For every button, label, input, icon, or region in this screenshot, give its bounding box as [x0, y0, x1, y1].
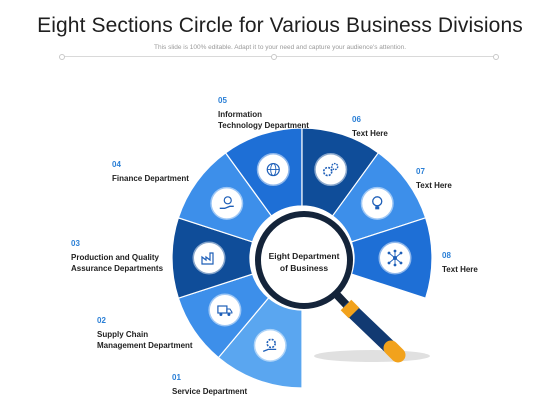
title-divider: [59, 54, 499, 60]
delivery-truck-icon: [208, 293, 242, 327]
network-nodes-icon: [378, 241, 412, 275]
section-03-label: 03 Production and Quality Assurance Depa…: [71, 238, 163, 274]
factory-icon: [192, 241, 226, 275]
divider-dot-center: [271, 54, 277, 60]
magnifier-shadow: [314, 350, 430, 362]
section-number: 05: [218, 96, 227, 105]
magnifier-lens: [255, 211, 353, 309]
section-text: Finance Department: [112, 174, 189, 183]
magnifying-glass: [255, 211, 430, 363]
gear-hand-icon: [253, 328, 287, 362]
section-text: Text Here: [416, 181, 452, 190]
idea-bulb-icon: [360, 186, 394, 220]
section-04-label: 04 Finance Department: [112, 159, 189, 184]
section-07-label: 07 Text Here: [416, 166, 452, 191]
section-number: 04: [112, 160, 121, 169]
section-text: Text Here: [352, 129, 388, 138]
section-number: 01: [172, 373, 181, 382]
magnifier-ring-accent: [340, 299, 360, 319]
divider-dot-right: [493, 54, 499, 60]
section-08-label: 08 Text Here: [442, 250, 478, 275]
money-hand-icon: [210, 186, 244, 220]
magnifier-handle-tip: [383, 340, 406, 363]
section-text: Production and Quality Assurance Departm…: [71, 253, 164, 273]
section-number: 08: [442, 251, 451, 260]
center-title: Eight Department of Business: [268, 251, 340, 273]
section-number: 02: [97, 316, 106, 325]
section-text: Supply Chain Management Department: [97, 330, 193, 350]
section-01-label: 01 Service Department: [172, 372, 247, 397]
globe-network-icon: [256, 153, 290, 187]
gears-icon: [314, 153, 348, 187]
section-02-label: 02 Supply Chain Management Department: [97, 315, 193, 351]
section-05-label: 05 Information Technology Department: [218, 95, 309, 131]
section-06-label: 06 Text Here: [352, 114, 388, 139]
slide-subtitle: This slide is 100% editable. Adapt it to…: [153, 44, 406, 51]
divider-dot-left: [59, 54, 65, 60]
section-number: 06: [352, 115, 361, 124]
section-text: Text Here: [442, 265, 478, 274]
section-text: Service Department: [172, 387, 248, 396]
section-number: 07: [416, 167, 425, 176]
slide-title: Eight Sections Circle for Various Busine…: [37, 14, 523, 37]
section-text: Information Technology Department: [218, 110, 309, 130]
section-number: 03: [71, 239, 80, 248]
